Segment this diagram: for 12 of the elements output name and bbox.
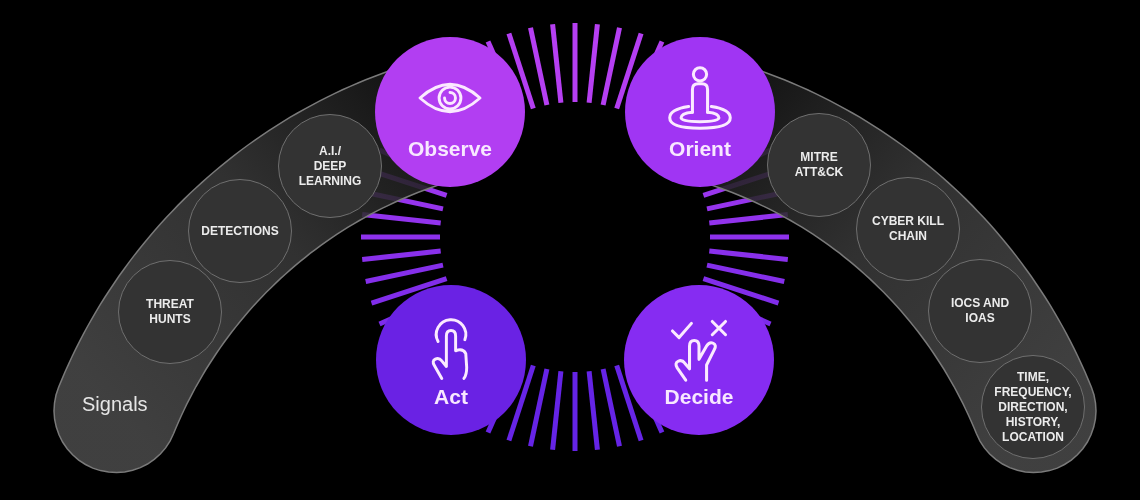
topic-label: THREAT HUNTS — [146, 297, 194, 327]
topic-label: A.I./ DEEP LEARNING — [298, 143, 362, 189]
topic-label: DETECTIONS — [201, 223, 279, 239]
phase-label: Decide — [663, 385, 735, 409]
topic-label: MITRE ATT&CK — [794, 150, 844, 180]
topic-label: CYBER KILL CHAIN — [871, 214, 945, 244]
phase-label: Observe — [406, 137, 494, 161]
phase-label: Act — [433, 385, 469, 409]
topic-label: TIME, FREQUENCY, DIRECTION, HISTORY, LOCATION — [994, 369, 1072, 445]
topic-label: IOCS AND IOAS — [949, 296, 1011, 326]
band-label: Signals — [82, 392, 148, 416]
phase-label: Orient — [668, 137, 732, 161]
